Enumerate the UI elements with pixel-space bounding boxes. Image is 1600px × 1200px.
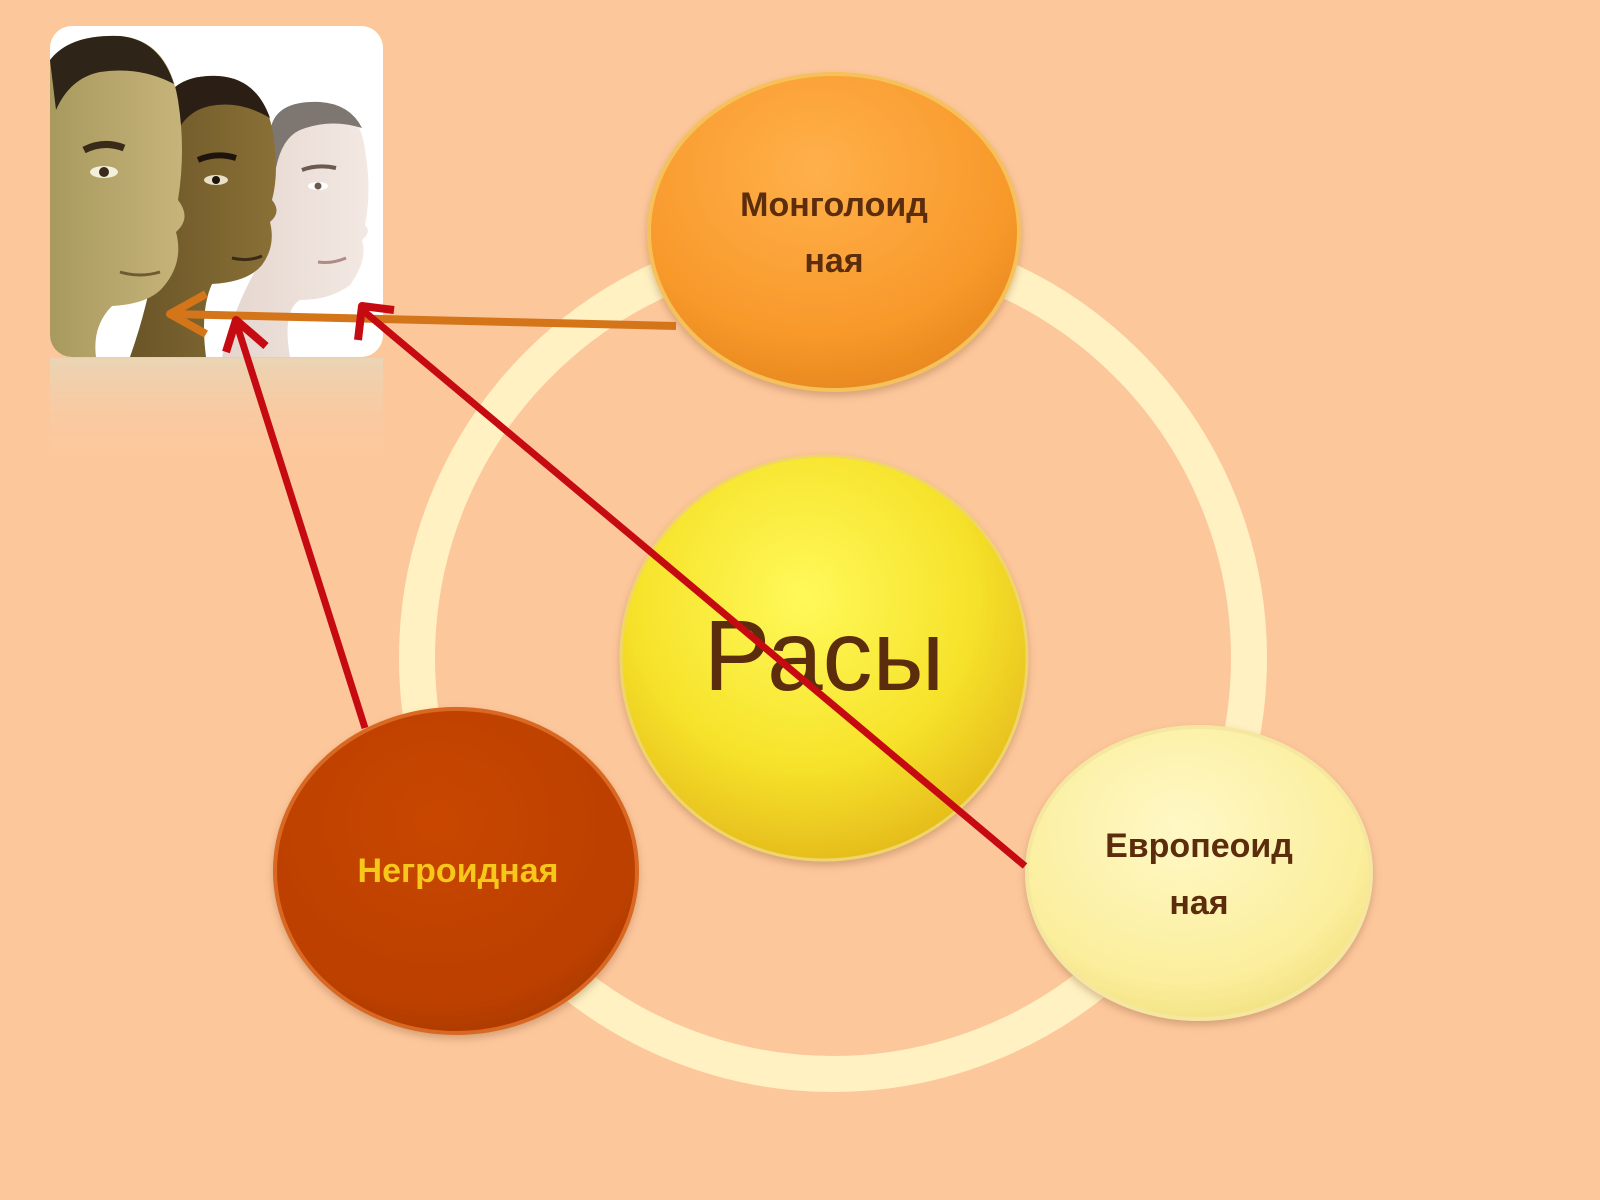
negroid-node (273, 707, 639, 1035)
europeoid-label-line1: Европеоид (1105, 827, 1293, 865)
negroid-label: Негроидная (358, 852, 559, 890)
mongoloid-node (647, 72, 1021, 392)
mongoloid-label-line2: ная (804, 242, 863, 280)
arrow-europeoid-to-faces (354, 302, 1028, 869)
mongoloid-label-line1: Монголоид (740, 186, 928, 224)
three-human-heads-illustration (50, 26, 383, 468)
arrow-mongoloid-to-faces (166, 290, 677, 338)
europeoid-node (1025, 725, 1373, 1021)
arrow-negroid-to-faces (222, 316, 369, 730)
center-node (619, 454, 1029, 862)
europeoid-label-line2: ная (1169, 884, 1228, 922)
